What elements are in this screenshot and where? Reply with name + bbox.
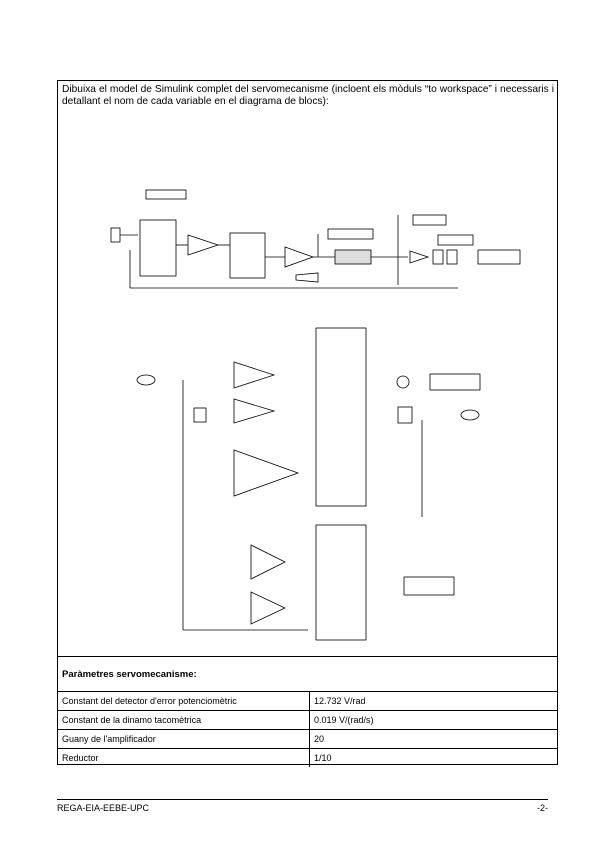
table-row: Guany de l'amplificador 20 <box>58 729 557 749</box>
step-source-top <box>110 227 121 243</box>
parameters-section: Paràmetres servomecanisme: Constant del … <box>58 656 557 767</box>
workspace-block-right1 <box>412 214 447 226</box>
workspace-block-right3 <box>477 249 521 265</box>
page-footer: REGA-EIA-EEBE-UPC -2- <box>57 799 548 813</box>
bus-block-1 <box>315 327 367 507</box>
question-text: Dibuixa el model de Simulink complet del… <box>62 84 554 107</box>
integrator-bottom <box>397 406 413 424</box>
sum-block <box>446 249 458 265</box>
exercise-frame: Dibuixa el model de Simulink complet del… <box>57 80 558 767</box>
gain-bottom-1 <box>250 544 286 580</box>
workspace-time <box>429 373 481 391</box>
table-row: Constant del detector d'error potenciomè… <box>58 691 557 711</box>
input-port-1 <box>136 374 156 386</box>
step-source-bottom <box>193 407 207 423</box>
gain-block-2 <box>284 246 315 268</box>
gain-kd <box>233 398 276 424</box>
bus-block-2 <box>315 524 367 641</box>
page-number: -2- <box>537 803 548 813</box>
feedback-gain <box>295 272 319 283</box>
workspace-block-right2 <box>437 234 474 246</box>
gain-block-1 <box>187 234 220 256</box>
output-port-1 <box>460 409 480 421</box>
gain-block-3 <box>409 250 430 264</box>
gain-bottom-2 <box>250 591 286 625</box>
parameters-title: Paràmetres servomecanisme: <box>58 656 557 692</box>
workspace-block-mid <box>327 228 374 240</box>
subsystem-block-2 <box>229 232 266 279</box>
clock-block <box>396 375 410 389</box>
integrator-block <box>432 249 444 265</box>
footer-left: REGA-EIA-EEBE-UPC <box>57 803 150 813</box>
gain-kp <box>233 361 276 389</box>
table-row: Constant de la dinamo tacomètrica 0.019 … <box>58 710 557 730</box>
parameters-table: Paràmetres servomecanisme: Constant del … <box>58 656 557 767</box>
motor-block <box>334 249 372 265</box>
simulink-diagram <box>110 189 521 641</box>
gain-compound <box>233 449 300 497</box>
workspace-bottom <box>403 576 455 596</box>
workspace-block-top <box>145 189 187 200</box>
subsystem-block-1 <box>139 219 177 277</box>
table-row: Reductor 1/10 <box>58 748 557 767</box>
